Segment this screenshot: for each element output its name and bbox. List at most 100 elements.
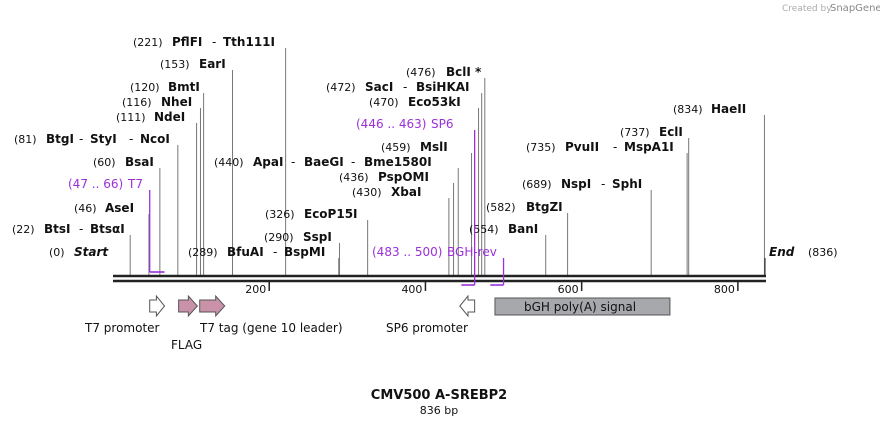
enzyme-name[interactable]: AseI [105,201,134,215]
enzyme-name[interactable]: NdeI [154,110,185,124]
enzyme-name[interactable]: BtgZI [526,200,563,214]
enzyme-name[interactable]: HaeII [711,102,746,116]
map-title-block: CMV500 A-SREBP2 836 bp [371,388,507,417]
enzyme-separator: - [129,132,133,146]
sequence-backbone [113,274,766,283]
features: T7 promoter FLAG T7 tag (gene 10 leader)… [84,294,671,352]
enzyme-name[interactable]: ApaI [253,155,283,169]
site-position: (554) [469,223,499,236]
site-position: (22) [12,223,35,236]
enzyme-name[interactable]: SacI [365,80,393,94]
enzyme-name[interactable]: PvuII [565,140,599,154]
feature-bgh-polya-box[interactable] [494,297,671,316]
feature-label: T7 promoter [84,321,160,335]
enzyme-name[interactable]: EclI [659,125,683,139]
enzyme-name[interactable]: Tth111I [223,35,275,49]
site-xbai[interactable]: (430) XbaI [352,185,421,199]
site-bani[interactable]: (554) BanI [469,222,538,236]
enzyme-name[interactable]: Eco53kI [408,95,461,109]
site-asei[interactable]: (46) AseI [74,201,134,215]
feature-t7-promoter-arrow[interactable] [149,294,166,318]
enzyme-name[interactable]: MslI [420,140,448,154]
site-bfuai-bspmi[interactable]: (289) BfuAI - BspMI [188,245,325,259]
site-apai-baegi-bme1580i[interactable]: (440) ApaI - BaeGI - Bme1580I [214,155,432,169]
enzyme-name[interactable]: BtsI [44,222,71,236]
enzyme-name[interactable]: PspOMI [378,170,429,184]
enzyme-name[interactable]: BspMI [284,245,325,259]
site-position: (60) [93,156,116,169]
site-eari[interactable]: (153) EarI [160,57,226,71]
enzyme-name[interactable]: BsiHKAI [416,80,470,94]
site-pvuii-mspa1i[interactable]: (735) PvuII - MspA1I [526,140,674,154]
primer-name[interactable]: T7 [127,177,143,191]
site-btgi-styi-ncoi[interactable]: (81) BtgI - StyI - NcoI [14,132,170,146]
map-title: CMV500 A-SREBP2 [371,388,507,403]
enzyme-name[interactable]: BanI [508,222,538,236]
enzyme-name[interactable]: NcoI [140,132,170,146]
enzyme-name[interactable]: BfuAI [227,245,264,259]
site-position: (476) [406,66,436,79]
site-position: (46) [74,202,97,215]
feature-sp6-promoter-arrow[interactable] [459,294,476,318]
enzyme-name[interactable]: BsaI [125,155,154,169]
primer-name[interactable]: BGH-rev [447,245,497,259]
enzyme-name[interactable]: PflFI [172,35,202,49]
primer-sp6[interactable]: (446 .. 463) SP6 [356,117,476,286]
site-bcli[interactable]: (476) BclI * [406,65,482,79]
site-nspi-sphi[interactable]: (689) NspI - SphI [522,177,642,191]
site-pflfi-tth111i[interactable]: (221) PflFI - Tth111I [133,35,275,49]
primer-range: (483 .. 500) [372,245,442,259]
site-saci-bsihkai[interactable]: (472) SacI - BsiHKAI [326,80,470,94]
site-pspomi[interactable]: (436) PspOMI [339,170,429,184]
enzyme-separator: - [79,222,83,236]
ruler-tick-label: 400 [401,283,422,296]
site-position: (111) [116,111,146,124]
site-position: (470) [369,96,399,109]
enzyme-name[interactable]: MspA1I [624,140,674,154]
site-btgzi[interactable]: (582) BtgZI [486,200,563,214]
enzyme-name[interactable]: SspI [303,230,332,244]
primer-name[interactable]: SP6 [431,117,454,131]
enzyme-name[interactable]: EcoP15I [304,207,358,221]
enzyme-name[interactable]: EarI [199,57,226,71]
enzyme-name[interactable]: Bme1580I [364,155,432,169]
site-sspi[interactable]: (290) SspI [264,230,332,244]
site-msli[interactable]: (459) MslI [381,140,448,154]
site-bmti[interactable]: (120) BmtI [130,80,200,94]
feature-label: FLAG [171,338,202,352]
map-length: 836 bp [420,404,458,417]
enzyme-name[interactable]: BaeGI [304,155,344,169]
enzyme-name[interactable]: BclI * [446,65,482,79]
site-position: (153) [160,58,190,71]
enzyme-name[interactable]: StyI [90,132,117,146]
site-nhei[interactable]: (116) NheI [122,95,192,109]
site-btsi-btsai[interactable]: (22) BtsI - BtsαI [12,222,125,236]
end-position: (836) [808,246,838,259]
feature-label: SP6 promoter [386,321,468,335]
feature-flag-arrow[interactable] [178,294,199,318]
site-ecli[interactable]: (737) EclI [620,125,683,139]
primer-t7[interactable]: (47 .. 66) T7 [68,177,165,273]
feature-t7-tag-arrow[interactable] [199,294,226,318]
site-position: (472) [326,81,356,94]
site-position: (81) [14,133,37,146]
enzyme-name[interactable]: BtsαI [90,222,125,236]
enzyme-name[interactable]: NspI [561,177,591,191]
site-position: (834) [673,103,703,116]
site-haeii[interactable]: (834) HaeII [673,102,746,116]
enzyme-name[interactable]: NheI [161,95,192,109]
enzyme-separator: - [273,245,277,259]
site-position: (440) [214,156,244,169]
start-position: (0) [49,246,65,259]
enzyme-name[interactable]: SphI [612,177,642,191]
site-ecop15i[interactable]: (326) EcoP15I [265,207,358,221]
primer-bgh-rev[interactable]: (483 .. 500) BGH-rev [372,245,505,286]
site-ndei[interactable]: (111) NdeI [116,110,185,124]
site-bsai[interactable]: (60) BsaI [93,155,154,169]
credit: Created by SnapGene [782,3,880,14]
enzyme-name[interactable]: XbaI [391,185,421,199]
enzyme-name[interactable]: BtgI [46,132,74,146]
site-eco53ki[interactable]: (470) Eco53kI [369,95,461,109]
enzyme-name[interactable]: BmtI [168,80,200,94]
